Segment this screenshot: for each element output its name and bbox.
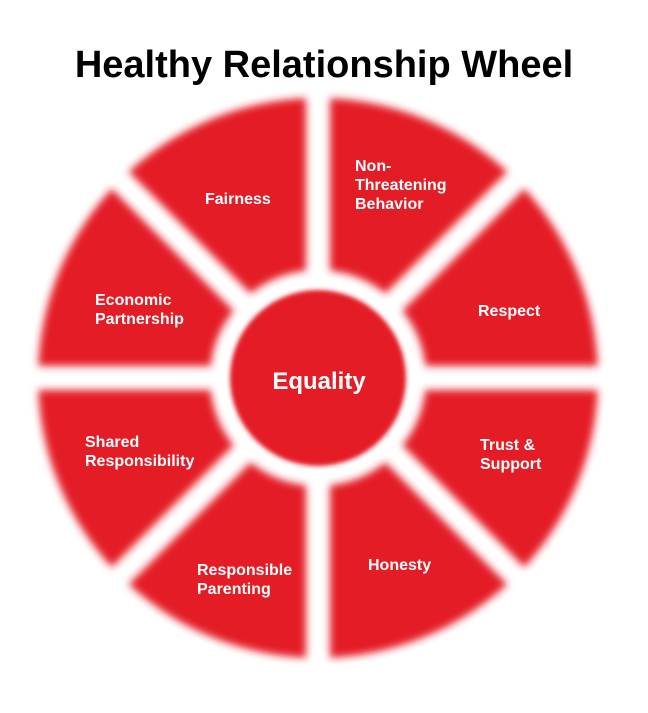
segment-label-honesty: Honesty (368, 557, 432, 574)
wheel-sector-2 (402, 188, 598, 366)
wheel-sector-3 (402, 390, 598, 568)
wheel-sector-0 (128, 98, 306, 294)
segment-label-economic-partnership: Economic Partnership (95, 292, 184, 328)
wheel-sector-4 (330, 462, 508, 658)
segment-label-non-threatening-behavior: Non- Threatening Behavior (355, 158, 447, 213)
wheel-sector-6 (38, 390, 234, 568)
segment-label-trust-support: Trust & Support (480, 437, 542, 473)
wheel-sector-5 (128, 462, 306, 658)
segment-label-shared-responsibility: Shared Responsibility (85, 434, 195, 470)
segment-label-fairness: Fairness (205, 191, 271, 208)
segment-label-responsible-parenting: Responsible Parenting (197, 562, 293, 598)
page-title: Healthy Relationship Wheel (74, 44, 574, 86)
segment-label-respect: Respect (478, 303, 541, 320)
wheel-sector-7 (38, 188, 234, 366)
center-label-equality: Equality (272, 368, 366, 395)
wheel-center-circle (230, 290, 406, 466)
wheel-sector-1 (330, 98, 508, 294)
